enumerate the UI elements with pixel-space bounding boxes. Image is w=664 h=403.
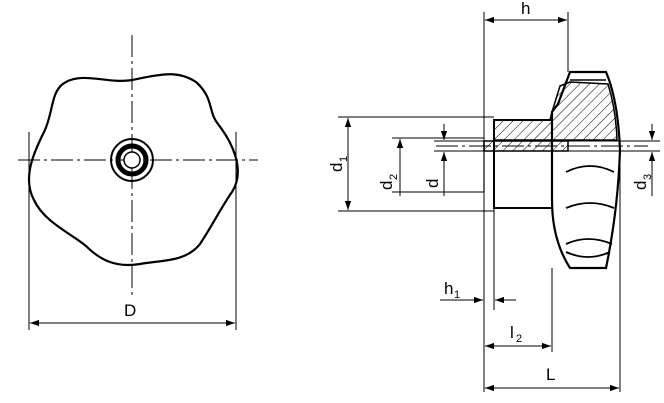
dim-label-d1-sub: 1	[338, 156, 350, 162]
front-view: D	[18, 35, 258, 330]
flute-4	[565, 251, 611, 258]
dim-label-h1: h	[444, 279, 453, 298]
flute-2	[565, 202, 615, 209]
side-view: h d 1 d 2 d d 3 h 1	[327, 0, 660, 392]
dim-label-L: L	[546, 365, 555, 384]
dim-label-d3: d	[631, 181, 650, 190]
dim-label-d2: d	[377, 181, 396, 190]
dim-label-h1-sub: 1	[454, 289, 460, 301]
handle-body-outline	[550, 70, 622, 270]
dim-label-d2-sub: 2	[388, 174, 400, 180]
bore-circle	[123, 151, 141, 169]
flute-1	[565, 165, 615, 173]
dim-label-l2: l	[510, 323, 514, 342]
dim-label-D: D	[124, 301, 136, 320]
hub-shank	[493, 119, 553, 209]
dim-label-d3-sub: 3	[642, 174, 654, 180]
dim-label-d1: d	[327, 163, 346, 172]
dim-label-l2-sub: 2	[516, 333, 522, 345]
dim-label-d: d	[423, 179, 442, 188]
dim-label-h: h	[521, 0, 530, 18]
hub-outer-circle	[110, 138, 154, 182]
handle-section-hatch	[493, 81, 618, 141]
flute-3	[565, 238, 613, 245]
knob-lobe-outline	[27, 73, 239, 267]
threaded-insert-ring	[115, 143, 149, 177]
